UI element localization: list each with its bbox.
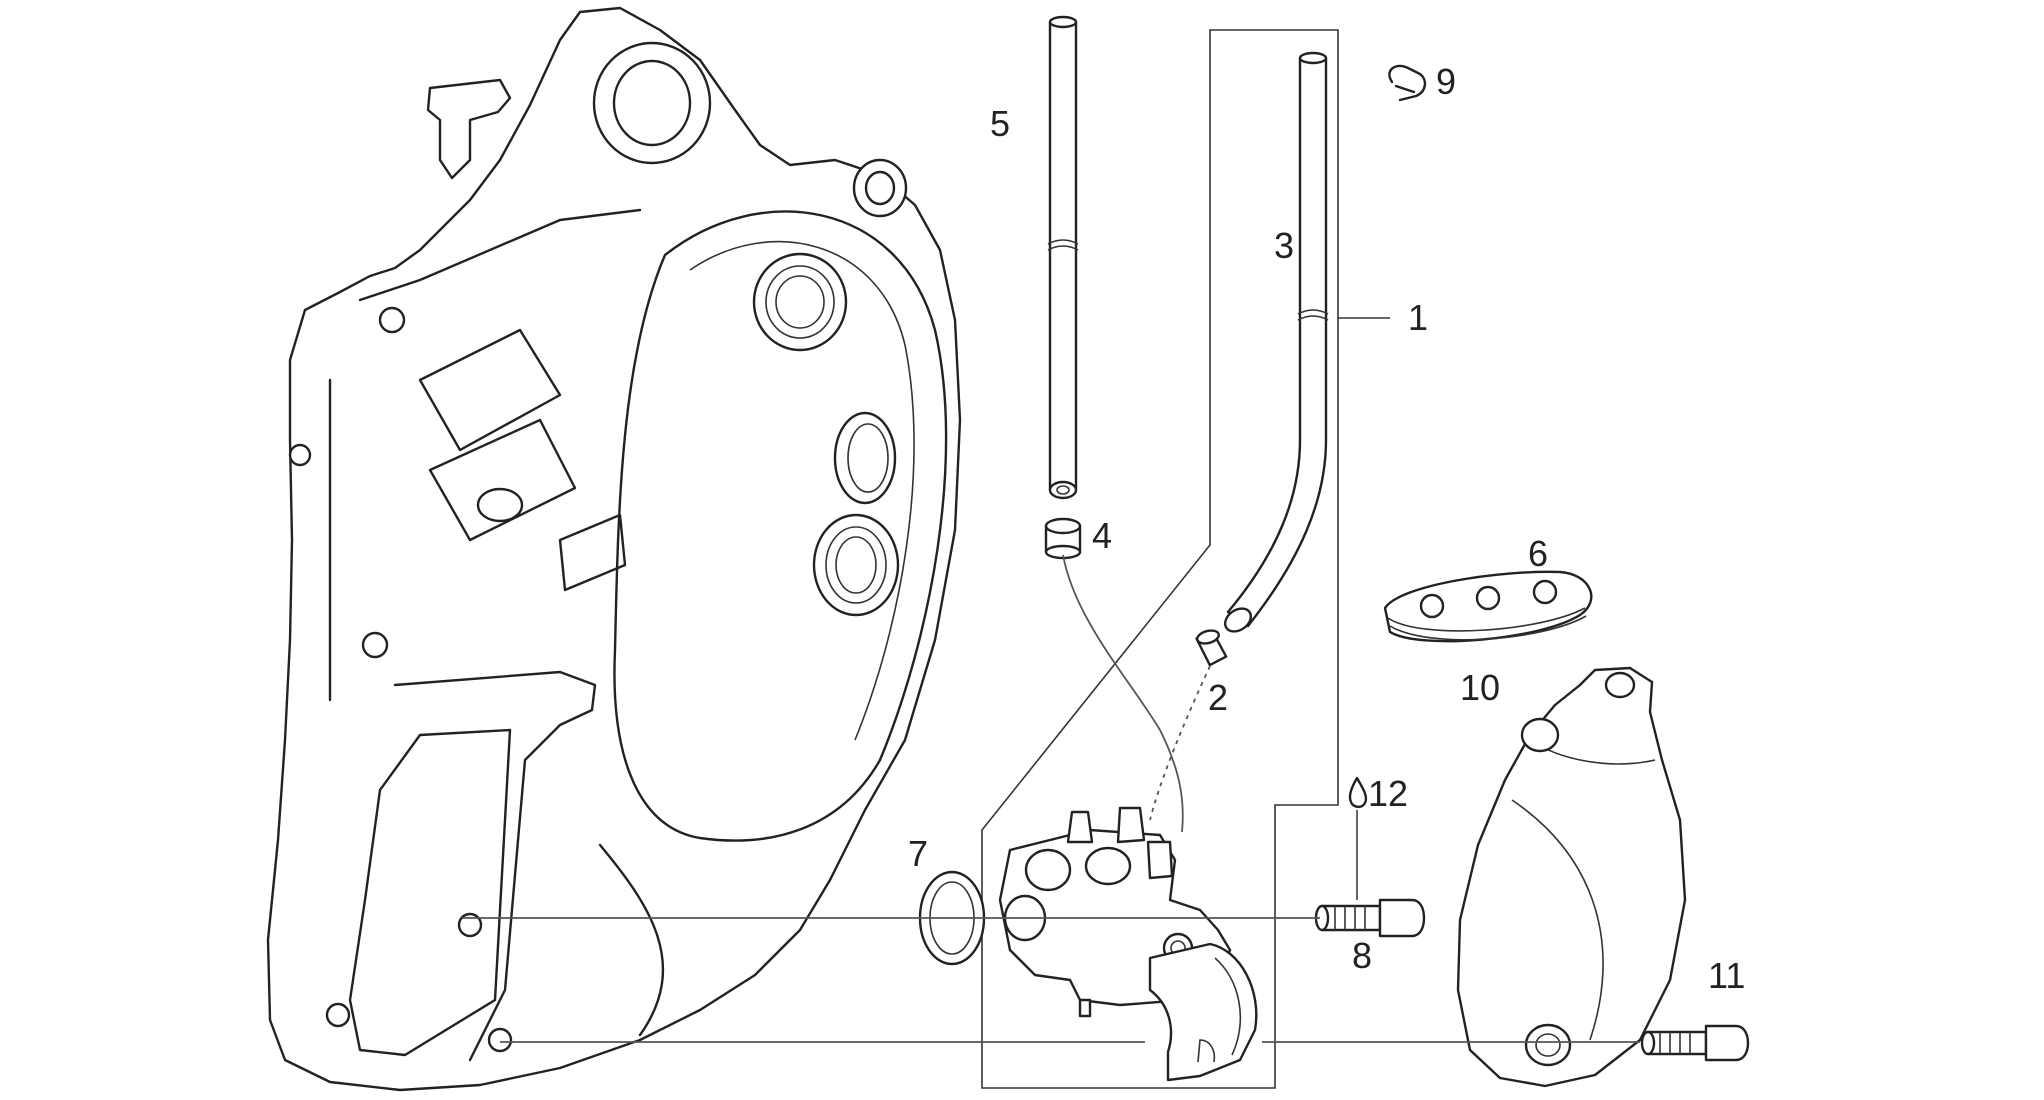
callout-11: 11	[1708, 955, 1745, 996]
oil-drop-part-12	[1348, 776, 1368, 809]
assembly-bracket-1	[981, 29, 1339, 1089]
callout-1: 1	[1408, 297, 1428, 338]
clip-part-9	[1388, 64, 1427, 102]
callout-10: 10	[1460, 667, 1500, 708]
callout-8: 8	[1352, 935, 1372, 976]
callout-4: 4	[1092, 515, 1112, 556]
screw-part-8	[1314, 898, 1426, 938]
gasket-part-6	[1383, 570, 1593, 643]
fitting-part-4	[1044, 517, 1082, 560]
callout-7: 7	[908, 833, 928, 874]
callout-6: 6	[1528, 533, 1548, 574]
hose-route-4	[1062, 554, 1184, 833]
callout-9: 9	[1436, 61, 1456, 102]
pipe-part-5	[1047, 15, 1079, 500]
hose-route-2	[1149, 665, 1211, 821]
fitting-part-2	[1195, 629, 1228, 667]
pipe-part-3	[1223, 51, 1329, 633]
pump-cover-part-10	[1456, 666, 1687, 1088]
callout-12: 12	[1368, 773, 1408, 814]
oil-pump-assembly	[998, 806, 1258, 1082]
crankcase-cover	[266, 6, 962, 1092]
callout-3: 3	[1274, 225, 1294, 266]
screw-part-11	[1640, 1024, 1750, 1062]
callout-5: 5	[990, 103, 1010, 144]
callout-2: 2	[1208, 677, 1228, 718]
